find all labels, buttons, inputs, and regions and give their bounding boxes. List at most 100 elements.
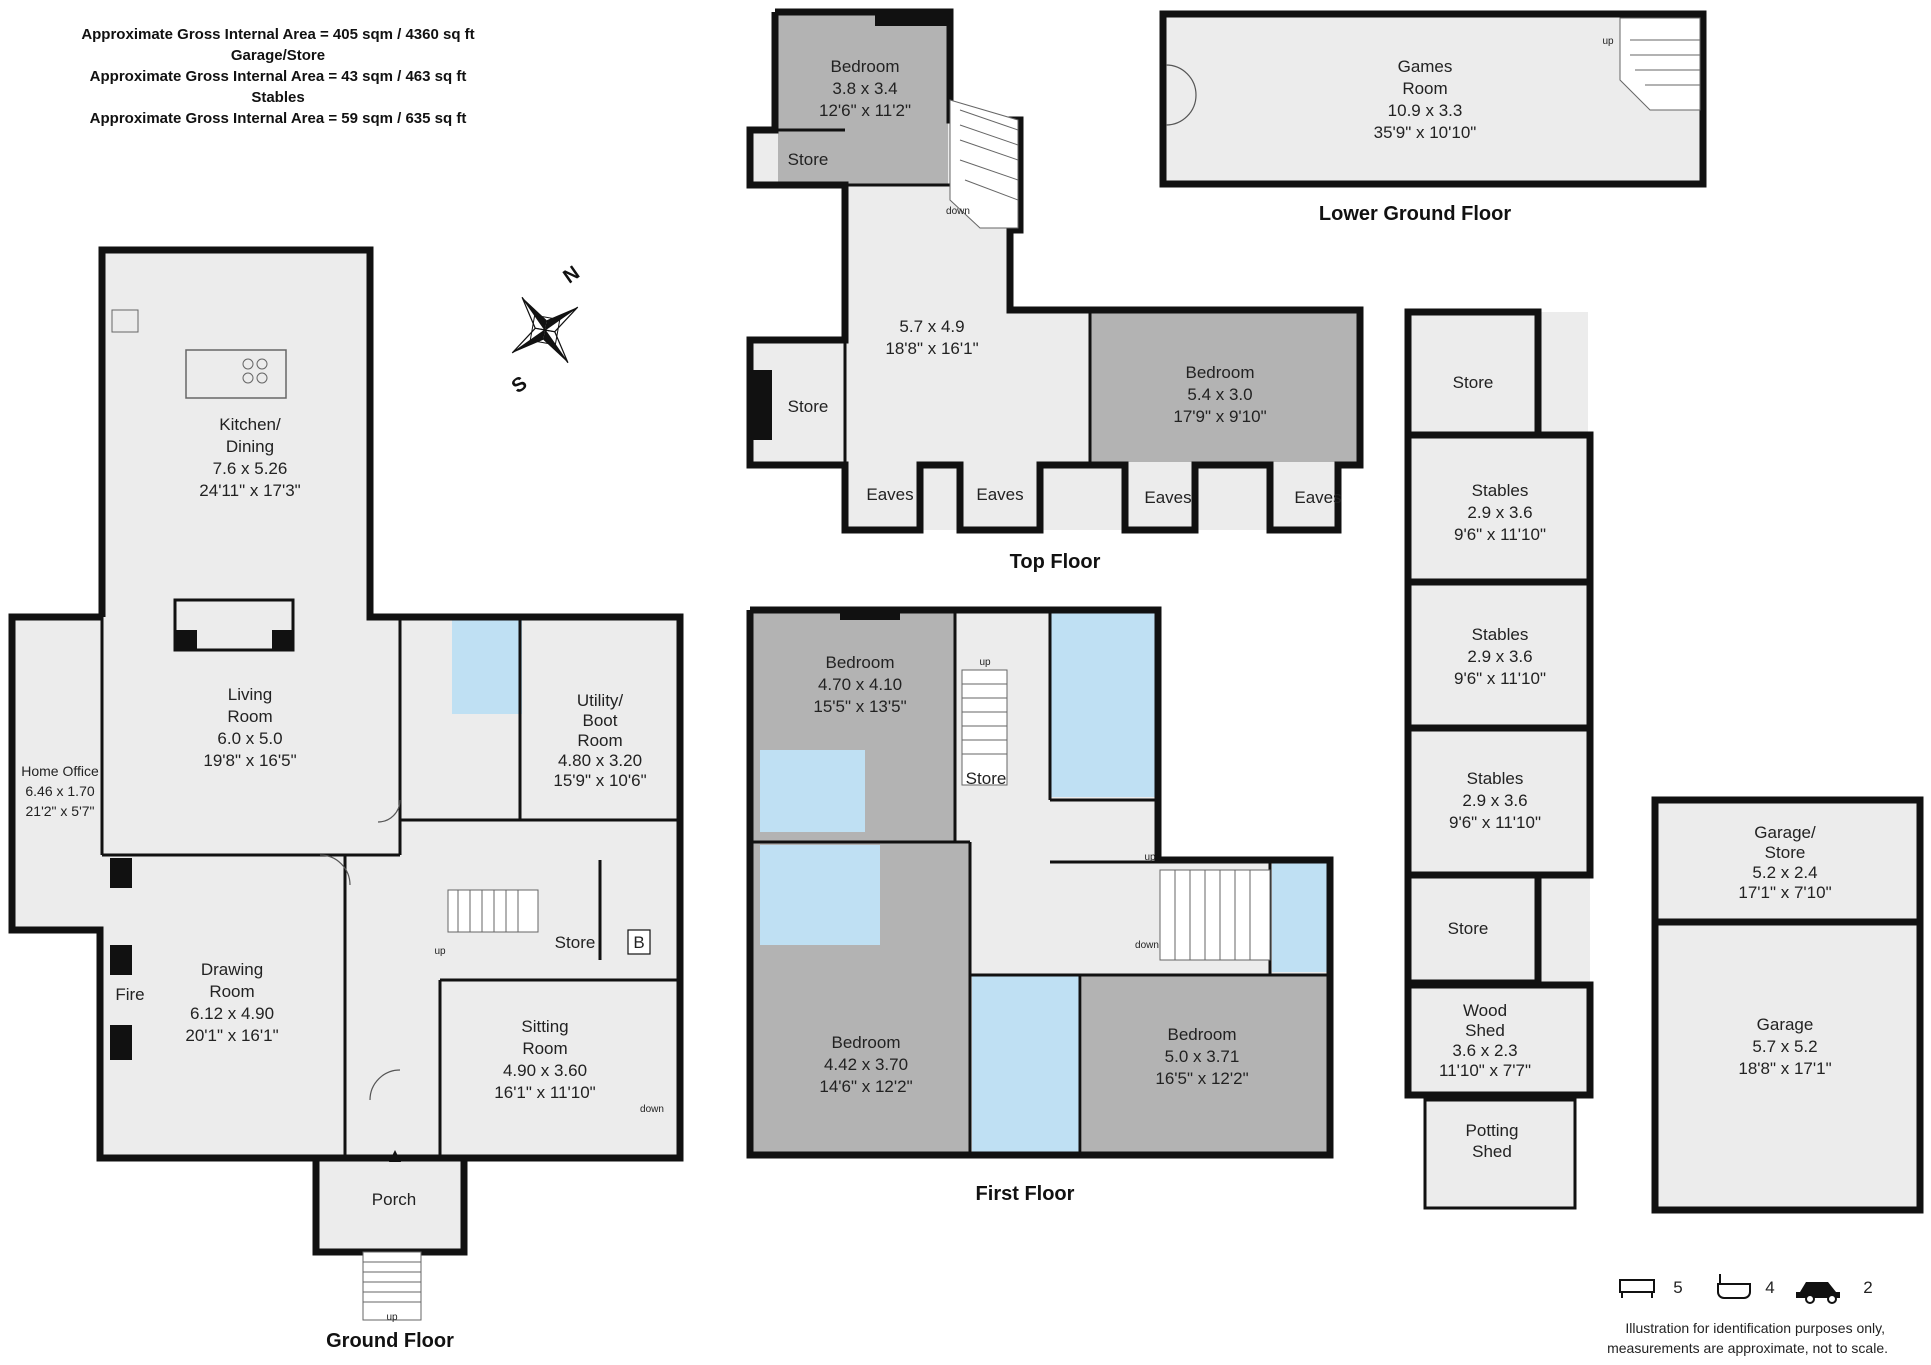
kitchen-metric: 7.6 x 5.26 xyxy=(213,459,288,478)
kitchen-label-1: Kitchen/ xyxy=(219,415,281,434)
bed-tf2-metric: 5.4 x 3.0 xyxy=(1187,385,1252,404)
out-store1-fill xyxy=(1408,312,1588,432)
door-hall xyxy=(369,1069,401,1101)
stables2-metric: 2.9 x 3.6 xyxy=(1467,647,1532,666)
tf-store1-label: Store xyxy=(788,150,829,169)
stables3-imperial: 9'6" x 11'10" xyxy=(1449,813,1541,832)
utility-label-2: Boot xyxy=(583,711,618,730)
games-imperial: 35'9" x 10'10" xyxy=(1374,123,1477,142)
wood-label-2: Shed xyxy=(1465,1021,1505,1040)
out-store2-label: Store xyxy=(1448,919,1489,938)
ground-floor-plan xyxy=(8,246,684,1321)
lower-ground-title: Lower Ground Floor xyxy=(1319,203,1511,225)
drawing-label-1: Drawing xyxy=(201,960,263,979)
sink-icon xyxy=(111,309,139,333)
disclaimer-line-1: Illustration for identification purposes… xyxy=(1625,1320,1885,1336)
living-metric: 6.0 x 5.0 xyxy=(217,729,282,748)
wc-gf xyxy=(452,620,522,714)
stables2-imperial: 9'6" x 11'10" xyxy=(1454,669,1546,688)
wood-label-1: Wood xyxy=(1463,1001,1507,1020)
eaves-2: Eaves xyxy=(976,485,1023,504)
games-metric: 10.9 x 3.3 xyxy=(1388,101,1463,120)
staircase-lower xyxy=(1619,17,1701,111)
tf-chimney-2 xyxy=(752,370,772,440)
bed-tf1-metric: 3.8 x 3.4 xyxy=(832,79,897,98)
stables1-label: Stables xyxy=(1472,481,1529,500)
chimney-left xyxy=(175,630,197,650)
top-floor-plan xyxy=(746,8,1364,534)
first-floor-title: First Floor xyxy=(976,1183,1075,1205)
compass-north-label: N xyxy=(559,262,583,288)
fire-block-2 xyxy=(110,945,132,975)
entrance-arrow-icon xyxy=(389,1150,401,1162)
staircase-first xyxy=(961,669,1271,961)
wc-ff xyxy=(1272,862,1328,972)
out-store2-fill xyxy=(1408,875,1590,983)
bed-ff3-metric: 5.0 x 3.71 xyxy=(1165,1047,1240,1066)
tf-stairs-down: down xyxy=(946,206,970,217)
stables3-label: Stables xyxy=(1467,769,1524,788)
wood-imperial: 11'10" x 7'7" xyxy=(1439,1061,1531,1080)
bed-ff1-metric: 4.70 x 4.10 xyxy=(818,675,902,694)
garage-store-imperial: 17'1" x 7'10" xyxy=(1738,883,1831,902)
bed-ff3-label: Bedroom xyxy=(1168,1025,1237,1044)
bath-icon xyxy=(1717,1274,1751,1299)
living-imperial: 19'8" x 16'5" xyxy=(203,751,296,770)
area-garage: Approximate Gross Internal Area = 43 sqm… xyxy=(90,68,467,85)
wood-metric: 3.6 x 2.3 xyxy=(1452,1041,1517,1060)
gf-stairs-up: up xyxy=(434,946,446,957)
potting-fill xyxy=(1425,1100,1575,1208)
bed-tf1-label: Bedroom xyxy=(831,57,900,76)
garage-imperial: 18'8" x 17'1" xyxy=(1738,1059,1831,1078)
stables2-label: Stables xyxy=(1472,625,1529,644)
sitting-label-1: Sitting xyxy=(521,1017,568,1036)
door-drawing xyxy=(319,854,351,886)
potting-walls xyxy=(1423,1098,1577,1210)
boiler-box xyxy=(627,929,651,955)
games-fill xyxy=(1163,14,1703,184)
out-store1-label: Store xyxy=(1453,373,1494,392)
garage-store-label-2: Store xyxy=(1765,843,1806,862)
legend: 5 4 2 xyxy=(1619,1274,1873,1304)
office-imperial: 21'2" x 5'7" xyxy=(26,803,95,819)
bedroom-ff3-fill xyxy=(1082,975,1330,1155)
eaves-4: Eaves xyxy=(1294,488,1341,507)
bath-count: 4 xyxy=(1765,1278,1774,1297)
fire-label: Fire xyxy=(115,985,144,1004)
stables1-metric: 2.9 x 3.6 xyxy=(1467,503,1532,522)
bed-ff2-imperial: 14'6" x 12'2" xyxy=(819,1077,912,1096)
lower-ground-plan xyxy=(1159,10,1707,188)
games-label-2: Room xyxy=(1402,79,1447,98)
tf-store2-label: Store xyxy=(788,397,829,416)
disclaimer-line-2: measurements are approximate, not to sca… xyxy=(1607,1340,1888,1356)
bed-count: 5 xyxy=(1673,1278,1682,1297)
tf-chimney xyxy=(875,12,950,26)
staircase-ground xyxy=(447,889,539,933)
boiler-label: B xyxy=(633,933,644,952)
drawing-label-2: Room xyxy=(209,982,254,1001)
drawing-metric: 6.12 x 4.90 xyxy=(190,1004,274,1023)
hob-icon xyxy=(242,358,268,384)
landing-imperial: 18'8" x 16'1" xyxy=(885,339,978,358)
garage-store-label-1: Garage/ xyxy=(1754,823,1816,842)
potting-label-1: Potting xyxy=(1466,1121,1519,1140)
lg-stairs-up: up xyxy=(1602,36,1614,47)
area-garage-title: Garage/Store xyxy=(231,47,325,64)
area-summary: Approximate Gross Internal Area = 405 sq… xyxy=(81,26,474,127)
kitchen-imperial: 24'11" x 17'3" xyxy=(199,481,300,500)
compass-south-label: S xyxy=(508,372,532,398)
gf-stairs-down: down xyxy=(640,1104,664,1115)
first-floor-walls xyxy=(746,606,1334,1159)
bed-tf2-fill xyxy=(1090,312,1358,462)
door-living xyxy=(377,799,401,823)
bed-tf1-fill xyxy=(778,14,948,184)
bed-ff2-label: Bedroom xyxy=(832,1033,901,1052)
landing-metric: 5.7 x 4.9 xyxy=(899,317,964,336)
bathroom-ff xyxy=(1050,612,1156,797)
sitting-label-2: Room xyxy=(522,1039,567,1058)
car-count: 2 xyxy=(1863,1278,1872,1297)
porch-steps xyxy=(362,1251,422,1321)
garage-label: Garage xyxy=(1757,1015,1814,1034)
porch-label: Porch xyxy=(372,1190,416,1209)
